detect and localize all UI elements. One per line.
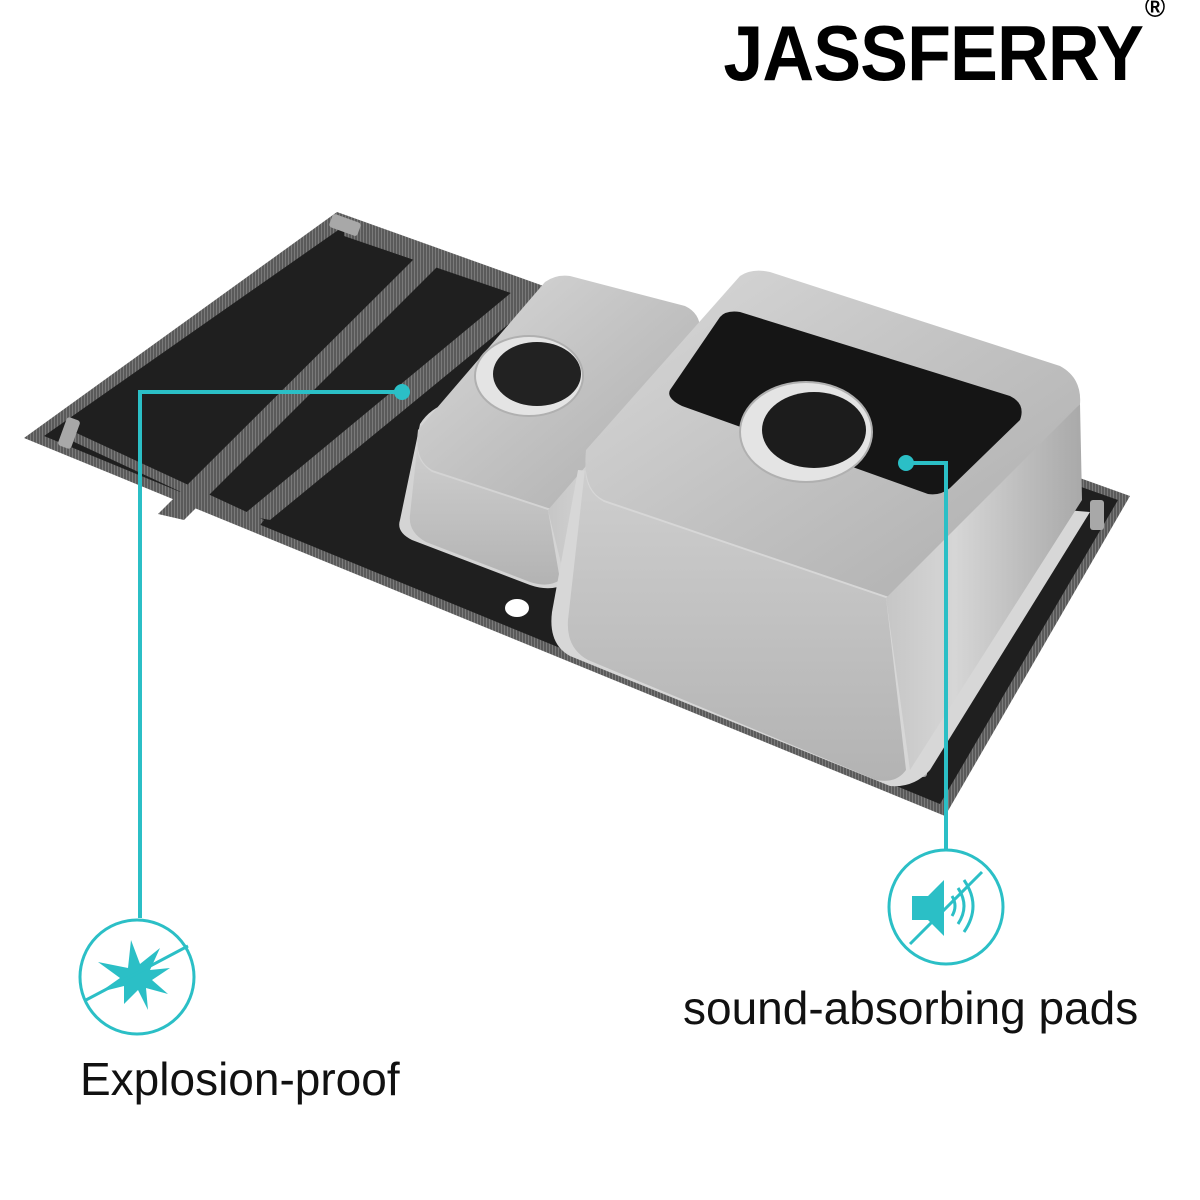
speaker-muted-icon <box>887 848 1005 966</box>
explosion-crossed-icon <box>78 918 196 1036</box>
callout-sound-absorbing <box>898 455 948 850</box>
registered-mark: ® <box>1144 0 1165 24</box>
callout-explosion-proof <box>138 384 410 918</box>
brand-logo: JASSFERRY® <box>723 0 1165 92</box>
callout-label-explosion-proof: Explosion-proof <box>80 1053 400 1105</box>
brand-name: JASSFERRY <box>723 9 1144 97</box>
callout-label-sound-absorbing: sound-absorbing pads <box>683 982 1139 1034</box>
large-bowl <box>551 270 1090 787</box>
